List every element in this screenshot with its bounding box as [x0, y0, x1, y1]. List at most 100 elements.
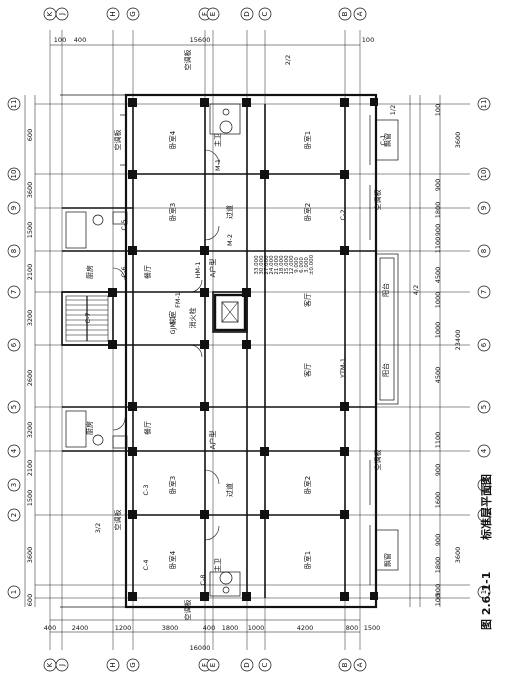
door-swings [112, 149, 220, 541]
axis-label-9: 9 [10, 206, 18, 210]
elevator [213, 293, 247, 332]
elevation-mark: 21.000 [274, 255, 280, 275]
elevation-mark: 33.000 [254, 255, 260, 275]
dimension-text: 1500 [26, 490, 34, 507]
axis-label-H: H [109, 662, 117, 667]
axis-label-K: K [46, 662, 54, 667]
dimension-text: 4500 [434, 367, 442, 384]
tag-hm-1: HM-1 [194, 262, 202, 279]
axis-label-C: C [261, 11, 269, 16]
tag-m-2: M-2 [226, 234, 234, 246]
dimension-text: 1500 [26, 222, 34, 239]
dimension-text: 2100 [26, 460, 34, 477]
axis-label-4: 4 [10, 448, 18, 453]
elevation-mark: 9.000 [294, 257, 300, 273]
tag-m-1: M-1 [214, 159, 222, 171]
room-label: 厨房 [85, 265, 94, 279]
dimension-text: 3200 [26, 310, 34, 327]
dimension-text: 3600 [26, 182, 34, 199]
dimension-text: 3600 [454, 547, 462, 564]
dimension-text: 3200 [26, 422, 34, 439]
room-label: 餐厅 [143, 265, 152, 279]
axis-grid [35, 30, 470, 650]
room-label: 客厅 [303, 363, 312, 377]
interior-walls [61, 104, 376, 598]
axis-label-2: 2 [10, 513, 18, 517]
dimension-text: 400 [74, 36, 86, 44]
dimension-text: 3600 [454, 132, 462, 149]
room-label: 餐厅 [143, 421, 152, 435]
room-label: 空调板 [373, 450, 382, 471]
tag-c-4: C-4 [142, 559, 150, 570]
axis-label-G: G [129, 11, 137, 16]
room-label: 空调板 [183, 600, 192, 621]
tag-c-6: C-6 [120, 266, 128, 277]
axis-label-J: J [58, 13, 66, 16]
dimension-text: 900 [434, 584, 442, 596]
axis-label-G: G [129, 662, 137, 667]
axis-label-1: 1 [10, 590, 18, 594]
axis-label-D: D [243, 662, 251, 667]
elevation-mark: ±0.000 [309, 254, 315, 275]
dimension-text: 900 [434, 224, 442, 236]
axis-label-9: 9 [480, 206, 488, 210]
tag-c-1: C-1 [379, 134, 387, 145]
axis-label-4: 4 [480, 448, 488, 453]
axis-label-A: A [356, 662, 364, 667]
tag-c-5: C-5 [120, 219, 128, 230]
dimension-text: 1600 [434, 492, 442, 509]
axis-label-10: 10 [10, 170, 18, 179]
elevation-mark: 15.000 [284, 255, 290, 275]
axis-label-J: J [58, 664, 66, 667]
dimension-text: 1100 [434, 237, 442, 254]
room-label: 卧室3 [168, 203, 177, 221]
dimension-text: 3800 [162, 624, 179, 632]
axis-label-11: 11 [10, 100, 18, 109]
dimension-text: 1200 [115, 624, 132, 632]
room-label: 主卫 [213, 558, 222, 572]
axis-label-3: 3 [10, 483, 18, 487]
axis-label-D: D [243, 11, 251, 16]
room-label: 厨房 [85, 421, 94, 435]
axis-label-10: 10 [480, 170, 488, 179]
tag-fm-1: FM-1 [174, 292, 182, 308]
room-label: 卧室4 [168, 550, 177, 569]
dimension-text: 1100 [434, 432, 442, 449]
axis-label-5: 5 [10, 405, 18, 409]
dimension-text: 15600 [190, 36, 211, 44]
elevation-mark: 24.000 [269, 255, 275, 275]
room-label: 卧室3 [168, 476, 177, 494]
section-mark: 1/2 [389, 105, 397, 115]
axis-label-8: 8 [10, 249, 18, 253]
columns [108, 98, 378, 601]
dimension-text: 600 [26, 129, 34, 141]
tag-c-2: C-2 [339, 209, 347, 220]
dimension-text: 1800 [434, 557, 442, 574]
room-label: 主卫 [213, 133, 222, 147]
dimension-text: 2400 [72, 624, 89, 632]
axis-label-A: A [356, 11, 364, 16]
axis-label-7: 7 [10, 290, 18, 294]
room-label: 卧室4 [168, 130, 177, 149]
windows [120, 114, 399, 585]
room-label: 阳台 [381, 363, 390, 377]
figure-caption: 图 2.6.1-1 标准层平面图 [468, 300, 508, 640]
room-label: 飘窗 [383, 553, 392, 567]
elevation-mark: 27.000 [264, 255, 270, 275]
dimension-text: 1500 [364, 624, 381, 632]
axis-label-11: 11 [480, 100, 488, 109]
axis-label-3: 3 [480, 483, 488, 487]
elevation-mark: 6.000 [299, 257, 305, 273]
room-label: 过道 [225, 483, 234, 497]
axis-label-H: H [109, 11, 117, 16]
dimension-text: 900 [434, 464, 442, 476]
dimension-text: 1000 [248, 624, 265, 632]
axis-label-F: F [201, 12, 209, 16]
room-label: 空调板 [113, 510, 122, 531]
axis-label-F: F [201, 663, 209, 667]
room-label: 前室 [168, 311, 177, 325]
axis-label-6: 6 [480, 342, 488, 347]
room-label: 飘窗 [383, 133, 392, 147]
dimension-text: 100 [54, 36, 66, 44]
